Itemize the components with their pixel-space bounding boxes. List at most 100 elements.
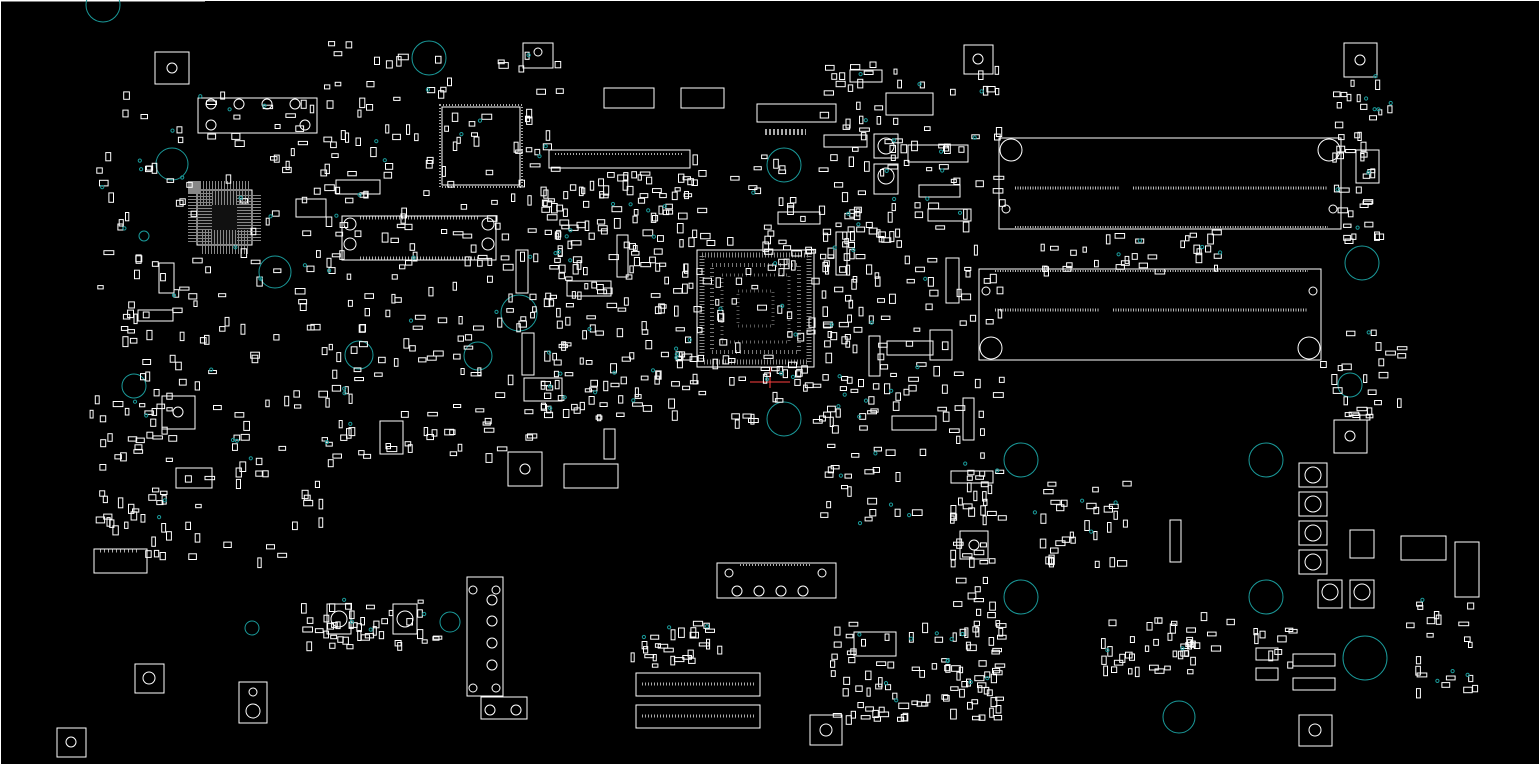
- smd-passive: [385, 124, 390, 134]
- smd-passive: [950, 559, 956, 568]
- connector: [603, 87, 655, 109]
- smd-passive: [823, 411, 832, 418]
- smd-passive: [896, 240, 902, 248]
- smd-passive: [527, 433, 538, 439]
- smd-passive: [1154, 268, 1166, 275]
- smd-passive: [1177, 650, 1184, 660]
- smd-passive: [678, 212, 688, 220]
- smd-passive: [783, 258, 790, 270]
- via: [132, 399, 138, 404]
- smd-passive: [1406, 622, 1415, 629]
- smd-passive: [529, 293, 537, 301]
- smd-passive: [179, 286, 190, 291]
- smd-passive: [1062, 265, 1072, 272]
- via: [963, 461, 968, 466]
- smd-passive: [751, 284, 759, 290]
- smd-passive: [309, 104, 315, 114]
- smd-passive: [544, 229, 552, 236]
- smd-passive: [1185, 235, 1190, 242]
- smd-passive: [152, 487, 160, 493]
- smd-passive: [293, 390, 300, 398]
- smd-passive: [950, 512, 957, 520]
- smd-passive: [1120, 260, 1130, 266]
- smd-passive: [866, 264, 873, 275]
- mounting-hole: [258, 255, 292, 289]
- smd-passive: [632, 215, 638, 224]
- mounting-hole: [1344, 245, 1380, 281]
- smd-passive: [348, 621, 354, 629]
- smd-passive: [631, 171, 637, 179]
- smd-passive: [845, 633, 854, 639]
- smd-passive: [830, 154, 838, 162]
- smd-passive: [687, 649, 694, 658]
- smd-passive: [827, 254, 835, 259]
- smd-passive: [557, 248, 563, 258]
- smd-passive: [457, 335, 465, 342]
- smd-passive: [978, 410, 984, 418]
- qfp-chip[interactable]: [439, 104, 523, 188]
- smd-passive: [973, 598, 985, 603]
- dimm-slot-upper[interactable]: [998, 137, 1342, 230]
- via: [1435, 678, 1440, 684]
- smd-passive: [300, 99, 307, 109]
- smd-passive: [670, 629, 676, 641]
- smd-passive: [842, 231, 848, 240]
- smd-passive: [851, 278, 857, 290]
- smd-passive: [843, 676, 851, 685]
- smd-passive: [506, 308, 514, 313]
- smd-passive: [266, 544, 275, 550]
- smd-passive: [441, 229, 448, 234]
- secondary-bga-chip[interactable]: [188, 181, 261, 254]
- smd-passive: [354, 230, 362, 238]
- smd-passive: [1069, 531, 1074, 539]
- smd-passive: [644, 654, 655, 659]
- smd-passive: [285, 113, 296, 118]
- smd-passive: [359, 97, 366, 109]
- smd-passive: [397, 642, 403, 651]
- smd-passive: [975, 180, 984, 188]
- smd-passive: [610, 382, 620, 388]
- smd-passive: [689, 631, 699, 639]
- smd-passive: [140, 514, 146, 523]
- smd-passive: [665, 203, 673, 210]
- smd-passive: [558, 272, 565, 280]
- smd-passive: [764, 248, 774, 255]
- smd-passive: [122, 313, 131, 320]
- smd-passive: [876, 229, 881, 238]
- smd-passive: [1124, 255, 1130, 264]
- smd-passive: [525, 147, 533, 153]
- smd-passive: [324, 184, 335, 192]
- smd-passive: [295, 125, 305, 132]
- dimm-slot-lower[interactable]: [978, 268, 1322, 361]
- smd-passive: [993, 715, 1003, 721]
- smd-passive: [414, 314, 426, 320]
- smd-passive: [845, 294, 852, 302]
- smd-passive: [966, 678, 971, 687]
- via: [547, 384, 553, 389]
- tactile-switches[interactable]: [56, 42, 1378, 758]
- smd-passive: [190, 210, 198, 217]
- smd-passive: [544, 411, 554, 419]
- smd-passive: [390, 237, 399, 243]
- connectors[interactable]: [93, 87, 1480, 729]
- smd-passive: [370, 147, 377, 158]
- smd-passive: [235, 478, 241, 489]
- via: [832, 245, 837, 250]
- via: [382, 158, 387, 163]
- smd-passive: [864, 161, 870, 172]
- main-bga-chip[interactable]: [696, 249, 815, 388]
- smd-passive: [890, 154, 896, 162]
- smd-passive: [894, 508, 901, 517]
- smd-passive: [588, 396, 595, 405]
- smd-passive: [233, 114, 241, 120]
- smd-passive: [1320, 361, 1327, 368]
- smd-passive: [463, 345, 474, 350]
- smd-passive: [1445, 675, 1456, 681]
- smd-passive: [675, 355, 683, 362]
- via: [939, 149, 944, 154]
- smd-passive: [994, 65, 1000, 75]
- smd-passive: [156, 403, 166, 410]
- smd-passive: [1061, 536, 1071, 543]
- smd-passive: [972, 715, 981, 721]
